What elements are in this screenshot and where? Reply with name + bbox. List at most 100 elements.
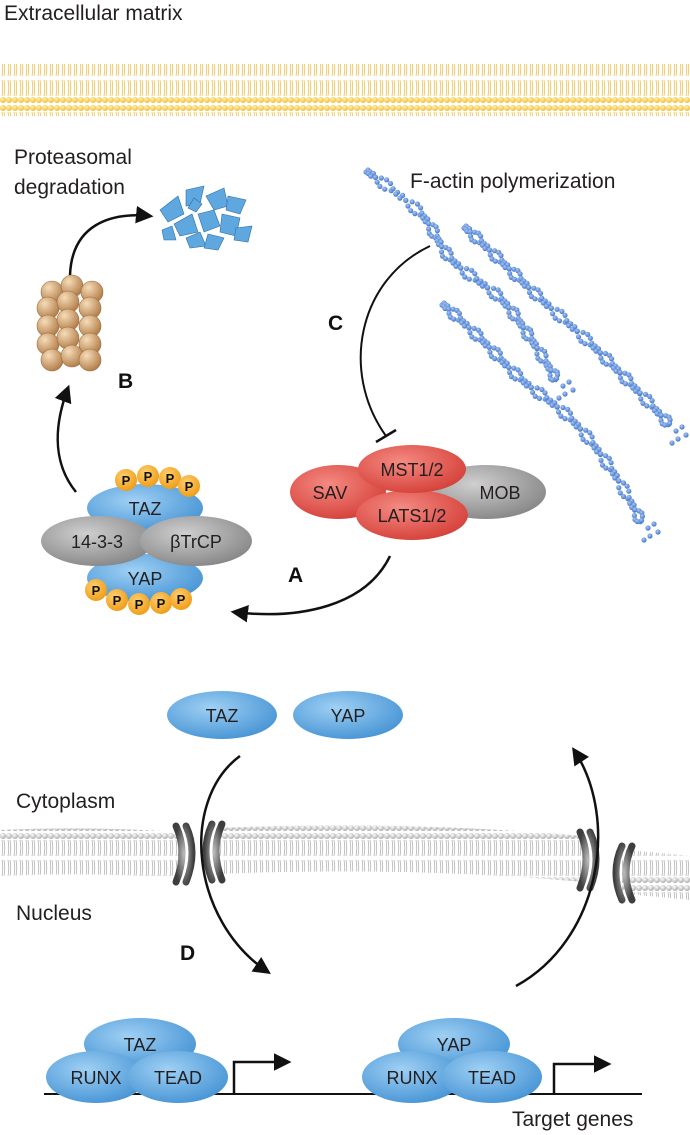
actin-monomer bbox=[539, 295, 545, 301]
tead-label: TEAD bbox=[154, 1068, 202, 1088]
actin-monomer bbox=[609, 471, 616, 477]
actin-monomer bbox=[517, 271, 523, 277]
actin-monomer bbox=[478, 233, 484, 239]
lats-label: LATS1/2 bbox=[378, 506, 447, 526]
actin-monomer bbox=[623, 381, 629, 387]
degradation-arrow bbox=[68, 205, 154, 276]
free-actin-monomer bbox=[683, 432, 689, 438]
free-actin-monomer bbox=[641, 537, 647, 543]
nuclear-pore-icon bbox=[172, 822, 196, 886]
free-actin-monomer bbox=[647, 533, 653, 539]
plasma-membrane bbox=[0, 64, 690, 116]
actin-monomer bbox=[570, 420, 576, 426]
actin-monomer bbox=[626, 494, 632, 501]
extracellular-matrix-label: Extracellular matrix bbox=[4, 2, 183, 25]
actin-monomer bbox=[609, 356, 615, 362]
free-actin-monomer bbox=[673, 428, 679, 434]
actin-monomer bbox=[559, 308, 565, 314]
actin-monomer bbox=[384, 177, 390, 183]
actin-monomer bbox=[569, 415, 575, 421]
actin-monomer bbox=[418, 205, 424, 211]
actin-monomer bbox=[536, 395, 543, 401]
degraded-fragments-icon bbox=[159, 185, 253, 251]
actin-monomer bbox=[562, 416, 568, 422]
actin-monomer bbox=[617, 369, 623, 376]
actin-monomer bbox=[617, 490, 623, 496]
actin-monomer bbox=[448, 250, 454, 256]
actin-monomer bbox=[462, 274, 468, 280]
yap-phosphates: P P P P P bbox=[85, 579, 192, 615]
actin-monomer bbox=[558, 413, 564, 419]
panel-label-a: A bbox=[288, 564, 303, 587]
free-actin-monomer bbox=[679, 424, 685, 430]
actin-monomer bbox=[387, 180, 394, 187]
actin-monomer bbox=[587, 335, 594, 341]
actin-monomer bbox=[378, 175, 384, 181]
actin-monomer bbox=[639, 517, 645, 524]
actin-monomer bbox=[467, 330, 473, 336]
actin-monomer bbox=[485, 285, 491, 291]
actin-monomer bbox=[478, 330, 484, 336]
actin-monomer bbox=[512, 376, 518, 382]
actin-monomer bbox=[569, 326, 575, 332]
taz-label: TAZ bbox=[129, 499, 162, 519]
nuclear-yap-label: YAP bbox=[437, 1035, 472, 1055]
actin-monomer bbox=[549, 402, 555, 408]
mst-protein bbox=[358, 445, 466, 493]
free-actin-monomer bbox=[560, 383, 566, 389]
actin-monomer bbox=[589, 434, 595, 440]
actin-monomer bbox=[526, 284, 532, 290]
btrcp-label: βTrCP bbox=[170, 532, 222, 552]
phosphate-label: P bbox=[135, 597, 144, 612]
actin-monomer bbox=[631, 513, 638, 519]
actin-monomer bbox=[476, 280, 482, 286]
phosphate-label: P bbox=[113, 593, 122, 608]
actin-monomer bbox=[650, 403, 656, 409]
free-actin-monomer bbox=[566, 379, 572, 385]
actin-monomer bbox=[565, 406, 571, 412]
actin-monomer bbox=[511, 276, 518, 282]
actin-monomer bbox=[526, 289, 533, 296]
actin-monomer bbox=[598, 355, 604, 361]
mst-label: MST1/2 bbox=[380, 460, 443, 480]
actin-monomer bbox=[638, 396, 644, 402]
actin-monomer bbox=[580, 436, 586, 442]
phosphate-label: P bbox=[144, 469, 153, 484]
actin-monomer bbox=[573, 424, 579, 430]
tead-protein bbox=[442, 1051, 542, 1103]
free-actin-monomer bbox=[645, 525, 651, 531]
actin-monomer bbox=[458, 265, 464, 271]
actin-monomer bbox=[583, 427, 589, 433]
phosphorylation-arrow bbox=[230, 555, 392, 623]
actin-monomer bbox=[552, 315, 558, 321]
actin-monomer bbox=[534, 351, 540, 357]
actin-monomer bbox=[555, 409, 562, 415]
actin-monomer bbox=[459, 270, 465, 276]
actin-monomer bbox=[511, 266, 517, 272]
cytoplasmic-yap-label: YAP bbox=[331, 706, 366, 726]
actin-monomer bbox=[562, 312, 568, 318]
free-actin-monomer bbox=[562, 391, 568, 397]
actin-monomer bbox=[466, 276, 472, 282]
actin-monomer bbox=[554, 375, 560, 381]
actin-monomer bbox=[518, 370, 524, 376]
actin-monomer bbox=[487, 252, 493, 258]
actin-monomer bbox=[627, 500, 633, 506]
actin-monomer bbox=[521, 324, 527, 330]
actin-monomer bbox=[609, 465, 615, 471]
f-actin-polymerization-label: F-actin polymerization bbox=[410, 170, 615, 193]
actin-monomer bbox=[520, 330, 526, 336]
runx-protein bbox=[362, 1051, 462, 1103]
nuclear-envelope-segment bbox=[622, 850, 690, 900]
actin-monomer bbox=[497, 350, 503, 356]
actin-monomer bbox=[502, 363, 508, 369]
nuclear-pore-icon bbox=[202, 820, 226, 884]
actin-monomer bbox=[587, 430, 593, 436]
actin-monomer bbox=[488, 294, 494, 300]
actin-monomer bbox=[511, 365, 517, 371]
hippo-kinase-complex: MOB SAV LATS1/2 MST1/2 bbox=[290, 445, 546, 540]
14-3-3-protein bbox=[41, 516, 153, 566]
actin-monomer bbox=[412, 211, 418, 217]
actin-monomer bbox=[594, 449, 600, 455]
